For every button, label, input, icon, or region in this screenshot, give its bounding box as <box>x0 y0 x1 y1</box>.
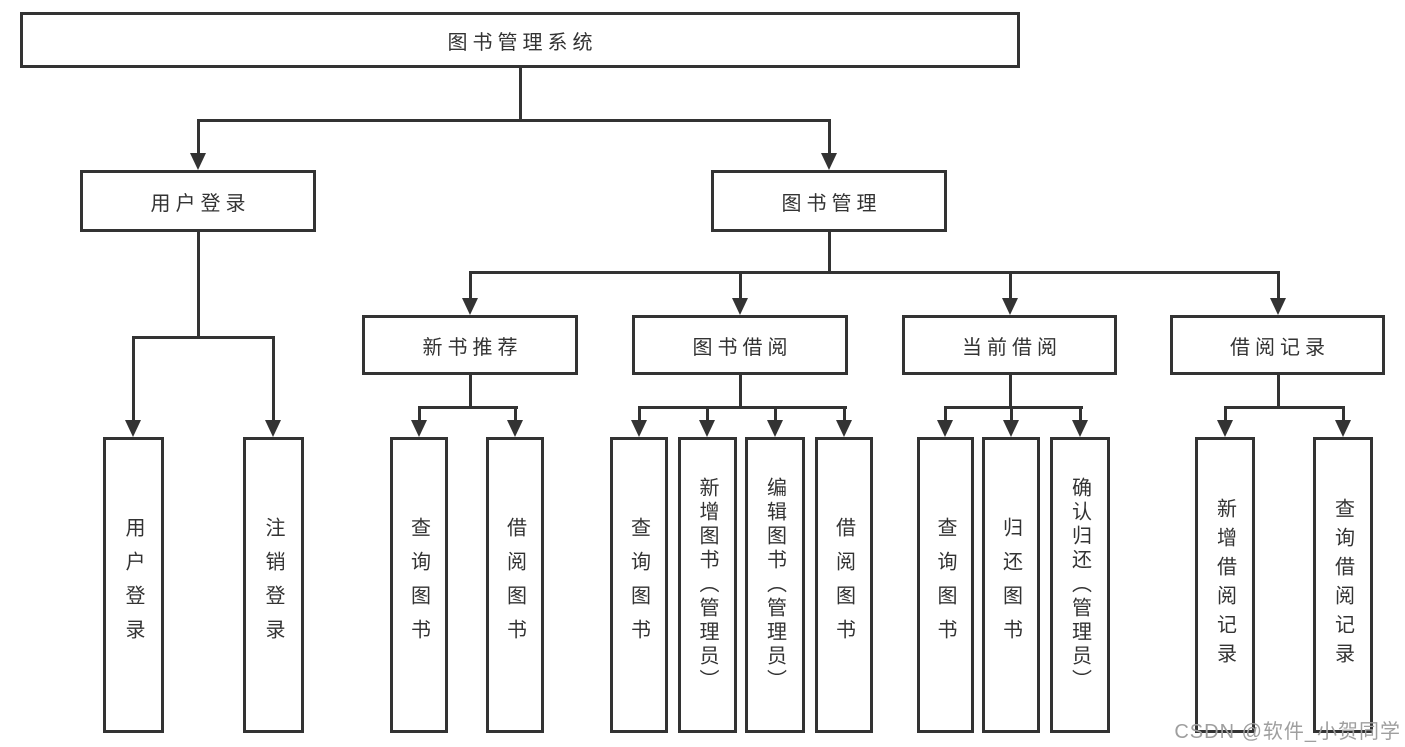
connector-line <box>132 337 135 421</box>
arrow-down-icon <box>821 153 837 170</box>
leaf-query-books-current: 查询图书 <box>917 437 974 733</box>
connector-line <box>638 406 847 409</box>
connector-line <box>1277 375 1280 408</box>
connector-line <box>197 120 200 154</box>
leaf-query-borrow-record: 查询借阅记录 <box>1313 437 1373 733</box>
arrow-down-icon <box>1072 420 1088 437</box>
connector-line <box>469 271 1280 274</box>
node-current-borrow: 当前借阅 <box>902 315 1117 375</box>
arrow-down-icon <box>1002 298 1018 315</box>
node-borrow-records: 借阅记录 <box>1170 315 1385 375</box>
leaf-borrow-books-recommend: 借阅图书 <box>486 437 544 733</box>
connector-line <box>1342 407 1345 421</box>
connector-line <box>469 272 472 299</box>
arrow-down-icon <box>265 420 281 437</box>
connector-line <box>1224 406 1345 409</box>
connector-line <box>706 407 709 421</box>
connector-line <box>1079 407 1082 421</box>
arrow-down-icon <box>1003 420 1019 437</box>
node-user-login: 用户登录 <box>80 170 316 232</box>
connector-line <box>1277 272 1280 299</box>
leaf-confirm-return-admin: 确认归还（管理员） <box>1050 437 1110 733</box>
arrow-down-icon <box>125 420 141 437</box>
node-book-borrow: 图书借阅 <box>632 315 848 375</box>
leaf-return-books: 归还图书 <box>982 437 1040 733</box>
connector-line <box>828 232 831 273</box>
arrow-down-icon <box>507 420 523 437</box>
connector-line <box>739 375 742 408</box>
arrow-down-icon <box>767 420 783 437</box>
connector-line <box>828 120 831 154</box>
arrow-down-icon <box>631 420 647 437</box>
node-new-book-recommend: 新书推荐 <box>362 315 578 375</box>
node-library-system: 图书管理系统 <box>20 12 1020 68</box>
arrow-down-icon <box>190 153 206 170</box>
connector-line <box>638 407 641 421</box>
arrow-down-icon <box>1335 420 1351 437</box>
connector-line <box>1009 375 1012 408</box>
arrow-down-icon <box>462 298 478 315</box>
arrow-down-icon <box>411 420 427 437</box>
connector-line <box>944 406 1083 409</box>
connector-line <box>272 337 275 421</box>
connector-line <box>418 407 421 421</box>
connector-line <box>1224 407 1227 421</box>
leaf-logout: 注销登录 <box>243 437 304 733</box>
connector-line <box>1010 407 1013 421</box>
connector-line <box>197 232 200 337</box>
connector-line <box>774 407 777 421</box>
csdn-watermark: CSDN @软件_小贺同学 <box>1174 721 1401 743</box>
arrow-down-icon <box>1270 298 1286 315</box>
connector-line <box>944 407 947 421</box>
connector-line <box>843 407 846 421</box>
connector-line <box>514 407 517 421</box>
connector-line <box>418 406 518 409</box>
leaf-query-books-borrow: 查询图书 <box>610 437 668 733</box>
leaf-borrow-books-borrow: 借阅图书 <box>815 437 873 733</box>
connector-line <box>469 375 472 408</box>
arrow-down-icon <box>836 420 852 437</box>
node-book-management: 图书管理 <box>711 170 947 232</box>
connector-line <box>197 119 831 122</box>
arrow-down-icon <box>699 420 715 437</box>
arrow-down-icon <box>937 420 953 437</box>
arrow-down-icon <box>732 298 748 315</box>
leaf-query-books-recommend: 查询图书 <box>390 437 448 733</box>
connector-line <box>132 336 275 339</box>
connector-line <box>519 68 522 120</box>
leaf-user-login: 用户登录 <box>103 437 164 733</box>
leaf-edit-books-admin: 编辑图书（管理员） <box>745 437 805 733</box>
connector-line <box>739 272 742 299</box>
leaf-add-borrow-record: 新增借阅记录 <box>1195 437 1255 733</box>
arrow-down-icon <box>1217 420 1233 437</box>
leaf-add-books-admin: 新增图书（管理员） <box>678 437 737 733</box>
connector-line <box>1009 272 1012 299</box>
